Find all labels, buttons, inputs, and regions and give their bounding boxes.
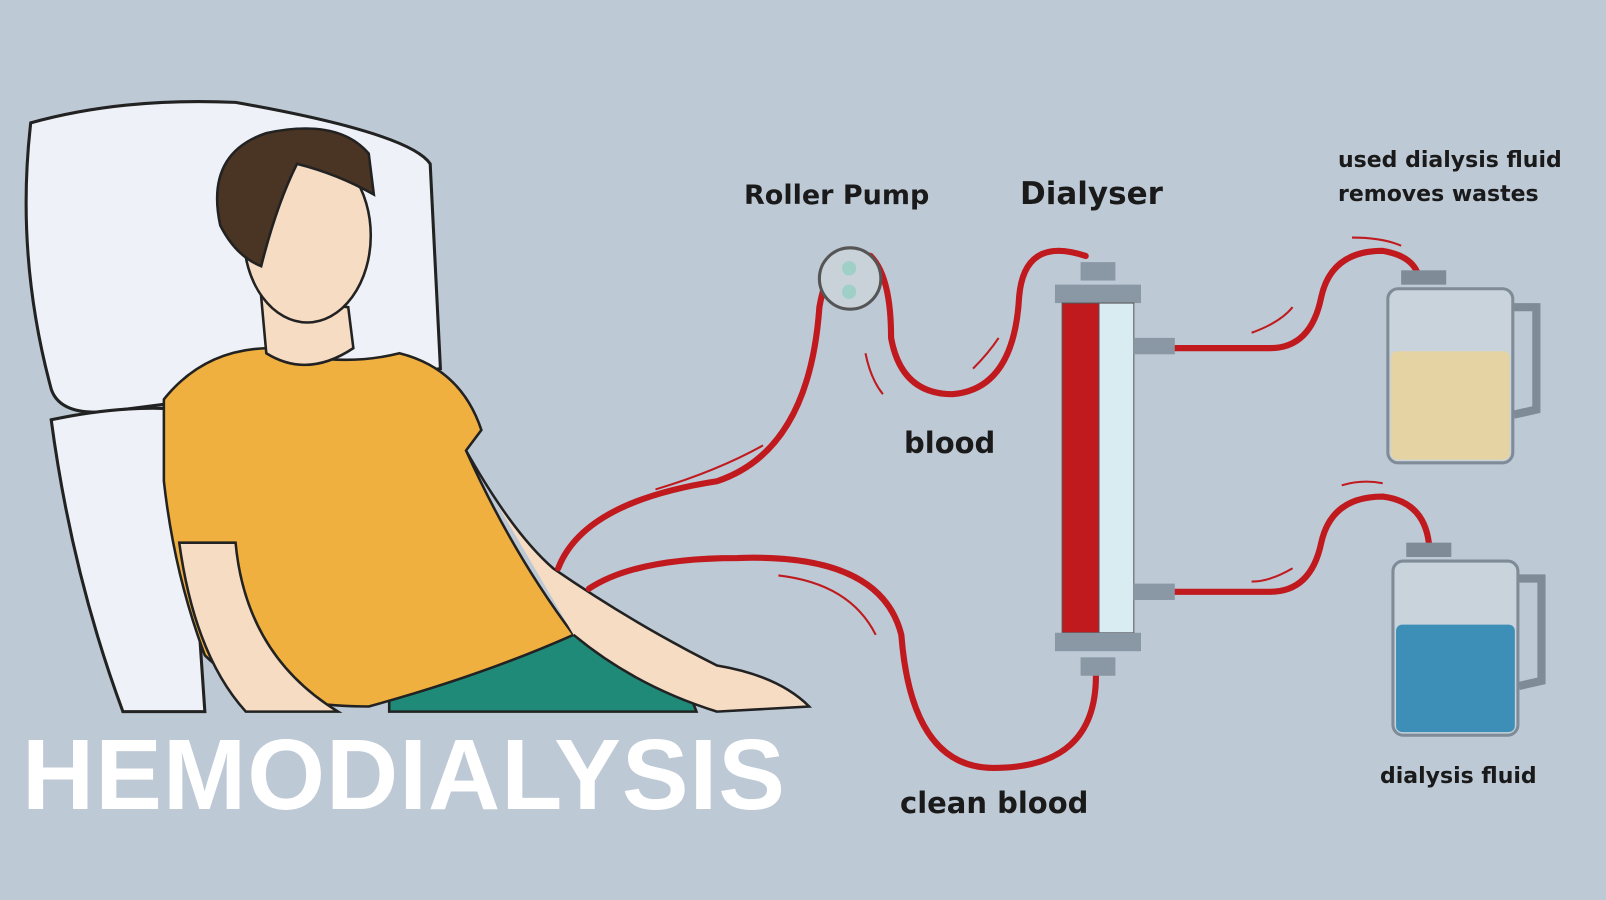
dialyser-label: Dialyser — [1020, 176, 1163, 212]
dialysis-fluid-label: dialysis fluid — [1380, 764, 1537, 789]
diagram-title: HEMODIALYSIS — [22, 719, 787, 831]
used-fluid-jug — [1386, 270, 1541, 465]
clean-blood-label: clean blood — [900, 786, 1089, 820]
hair — [215, 127, 376, 268]
used-fluid-label-1: used dialysis fluid — [1338, 148, 1562, 173]
flow-arrows — [655, 236, 1402, 636]
lower-arm-left — [177, 541, 343, 713]
roller-pump-label: Roller Pump — [744, 180, 930, 211]
arm — [464, 449, 813, 713]
dialyser — [1054, 262, 1175, 676]
blood-label: blood — [904, 426, 996, 460]
patient — [162, 127, 813, 713]
roller-pump — [817, 246, 883, 311]
used-fluid-label-2: removes wastes — [1338, 182, 1539, 207]
fresh-fluid-jug — [1391, 542, 1546, 737]
